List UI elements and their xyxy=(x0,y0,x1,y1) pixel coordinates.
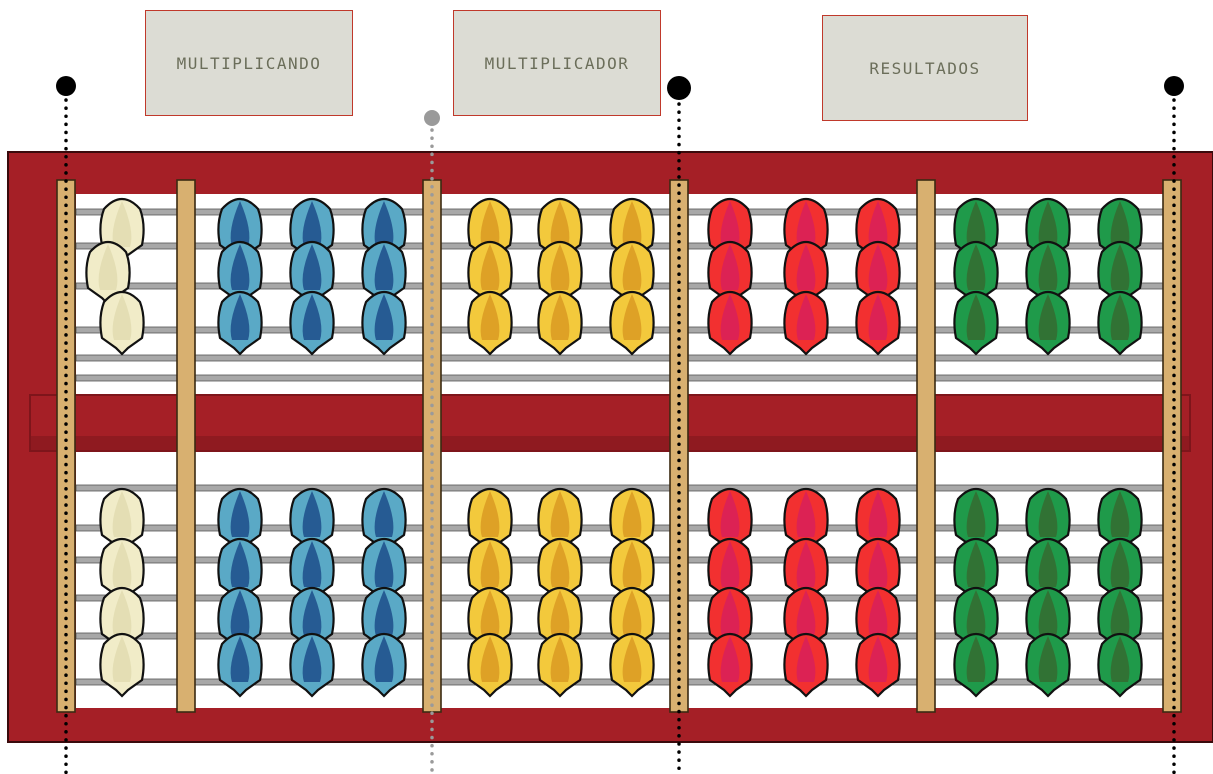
wire xyxy=(76,375,1166,381)
divider-rod xyxy=(57,180,75,712)
marker-dot xyxy=(424,110,440,126)
marker-dot xyxy=(56,76,76,96)
divider-rod xyxy=(917,180,935,712)
marker-dot xyxy=(667,76,691,100)
divider-rod xyxy=(177,180,195,712)
center-beam-shadow xyxy=(30,436,1190,450)
wire xyxy=(76,355,1166,361)
marker-dot xyxy=(1164,76,1184,96)
divider-rod xyxy=(1163,180,1181,712)
